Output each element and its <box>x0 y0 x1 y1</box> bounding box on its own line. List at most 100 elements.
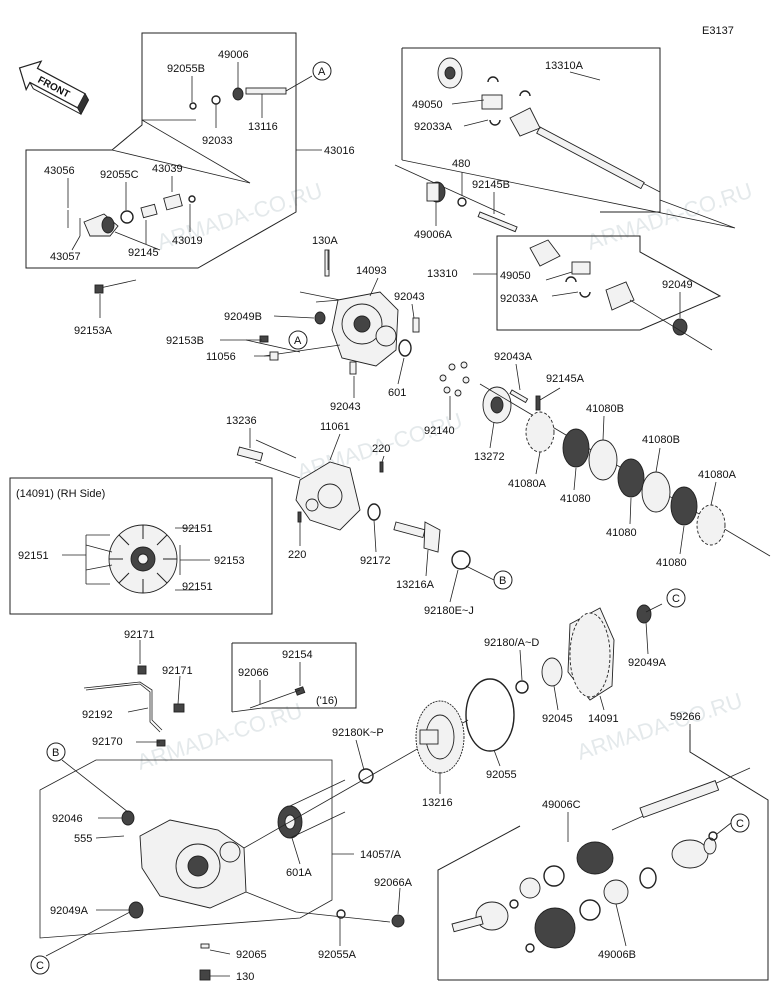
label-92055B: 92055B <box>167 63 205 75</box>
label-92140: 92140 <box>424 425 455 437</box>
label-92153: 92153 <box>214 555 245 567</box>
year-box <box>231 642 357 713</box>
label-13272: 13272 <box>474 451 505 463</box>
label-601: 601 <box>388 387 406 399</box>
cam-plate-13272 <box>482 386 541 424</box>
label-92153B: 92153B <box>166 335 204 347</box>
label-41080B-right: 41080B <box>642 434 680 446</box>
circle-ref-c-top: C <box>666 588 686 608</box>
group-13310A <box>394 47 736 229</box>
group-13310 <box>473 235 722 351</box>
svg-text:B: B <box>52 747 59 759</box>
label-92151-left: 92151 <box>18 550 49 562</box>
label-92171-top: 92171 <box>124 629 155 641</box>
label-92043A: 92043A <box>494 351 533 363</box>
group-49006A <box>426 181 518 233</box>
label-41080A-right: 41080A <box>698 469 737 481</box>
cover-11061 <box>236 439 384 531</box>
svg-text:B: B <box>499 575 506 587</box>
front-arrow-icon: FRONT <box>18 60 90 116</box>
label-92046: 92046 <box>52 813 83 825</box>
circle-ref-b-right: B <box>493 570 513 590</box>
label-13216: 13216 <box>422 797 453 809</box>
circle-ref-b-left: B <box>46 742 66 762</box>
svg-text:A: A <box>294 335 302 347</box>
label-601A: 601A <box>286 867 312 879</box>
label-92033A-mid: 92033A <box>500 293 539 305</box>
label-92049: 92049 <box>662 279 693 291</box>
label-92153A: 92153A <box>74 325 113 337</box>
label-43019: 43019 <box>172 235 203 247</box>
label-41080A-left: 41080A <box>508 478 547 490</box>
label-92049A-top: 92049A <box>628 657 667 669</box>
label-41080B-left: 41080B <box>586 403 624 415</box>
label-92066A: 92066A <box>374 877 413 889</box>
label-43016: 43016 <box>324 145 355 157</box>
label-11056: 11056 <box>206 351 236 363</box>
label-43056: 43056 <box>44 165 75 177</box>
label-92055C: 92055C <box>100 169 139 181</box>
label-13116: 13116 <box>248 121 278 133</box>
gear-case-14093 <box>245 249 420 375</box>
label-480: 480 <box>452 158 470 170</box>
label-92151-top: 92151 <box>182 523 213 535</box>
label-92065: 92065 <box>236 949 267 961</box>
circle-ref-a-top: A <box>312 61 332 81</box>
label-130A: 130A <box>312 235 338 247</box>
label-43039: 43039 <box>152 163 183 175</box>
label-49006A: 49006A <box>414 229 453 241</box>
label-555: 555 <box>74 833 92 845</box>
label-220-bottom: 220 <box>288 549 306 561</box>
diff-housing-14057 <box>39 719 469 981</box>
label-92151-bottom: 92151 <box>182 581 213 593</box>
label-14091: 14091 <box>588 713 619 725</box>
label-49006B: 49006B <box>598 949 636 961</box>
watermark-5: ARMADA-CO.RU <box>574 688 746 765</box>
rh-side-box: (14091) (RH Side) <box>9 477 273 615</box>
label-92145B: 92145B <box>472 179 510 191</box>
label-92033: 92033 <box>202 135 233 147</box>
label-14057: 14057/A <box>360 849 402 861</box>
label-11061: 11061 <box>320 421 350 433</box>
label-13310: 13310 <box>427 268 458 280</box>
svg-text:C: C <box>672 593 680 605</box>
label-130: 130 <box>236 971 254 983</box>
watermark-2: ARMADA-CO.RU <box>584 178 756 255</box>
label-59266: 59266 <box>670 711 701 723</box>
circle-ref-c-left: C <box>30 955 50 975</box>
diagram-code: E3137 <box>702 25 734 37</box>
svg-text:C: C <box>36 960 44 972</box>
leader-lines <box>67 62 717 977</box>
label-220-top: 220 <box>372 443 390 455</box>
part-labels: 92055B 49006 92033 13116 43016 43056 920… <box>18 49 737 983</box>
label-13310A: 13310A <box>545 60 584 72</box>
label-92055: 92055 <box>486 769 517 781</box>
label-41080-right: 41080 <box>656 557 687 569</box>
label-43057: 43057 <box>50 251 81 263</box>
label-92154: 92154 <box>282 649 313 661</box>
label-49050-top: 49050 <box>412 99 443 111</box>
pinion-13216A <box>393 521 471 570</box>
label-92192: 92192 <box>82 709 113 721</box>
svg-text:A: A <box>318 66 326 78</box>
label-92180KP: 92180K~P <box>332 727 384 739</box>
label-92055A: 92055A <box>318 949 357 961</box>
clutch-plates-41080 <box>479 383 771 557</box>
label-13216A: 13216A <box>396 579 435 591</box>
label-92180AD: 92180/A~D <box>484 637 539 649</box>
watermark-4: ARMADA-CO.RU <box>134 698 306 775</box>
label-92172: 92172 <box>360 555 391 567</box>
drive-shaft-59266 <box>437 730 769 981</box>
label-92049B: 92049B <box>224 311 262 323</box>
rh-box-title: (14091) (RH Side) <box>16 488 105 500</box>
circle-ref-a-case: A <box>288 330 308 350</box>
label-92043-bottom: 92043 <box>330 401 361 413</box>
label-92180EJ: 92180E~J <box>424 605 474 617</box>
label-49006: 49006 <box>218 49 249 61</box>
svg-text:C: C <box>736 818 744 830</box>
label-41080-left: 41080 <box>560 493 591 505</box>
label-92170: 92170 <box>92 736 123 748</box>
group-43016 <box>25 32 322 294</box>
label-year-note: ('16) <box>316 695 338 707</box>
